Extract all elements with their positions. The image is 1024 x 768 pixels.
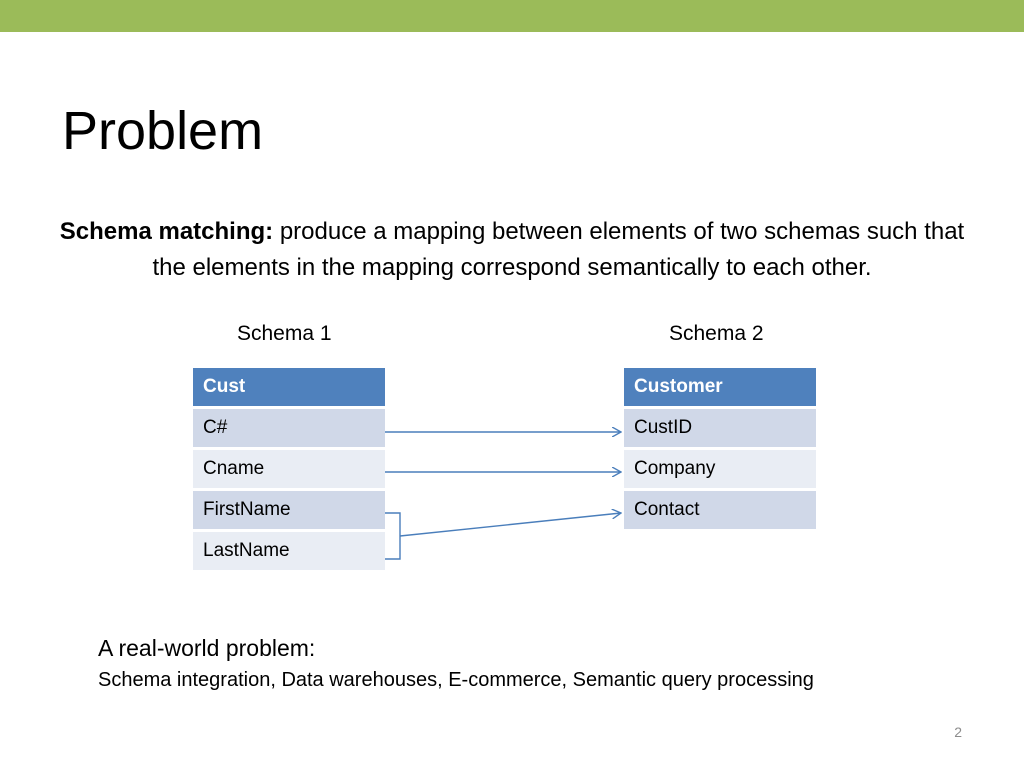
top-accent-bar [0, 0, 1024, 32]
definition-term: Schema matching: [59, 218, 274, 245]
schema1-row-cnum: C# [193, 406, 385, 449]
schema1-row-lastname: LastName [193, 529, 385, 570]
schema1-row-cname: Cname [193, 447, 385, 490]
schema2-label: Schema 2 [669, 322, 764, 345]
bottom-heading: A real-world problem: [98, 635, 316, 661]
schema2-table: Customer CustID Company Contact [624, 368, 816, 529]
mapping-bracket-firstname-lastname [385, 512, 401, 560]
definition-paragraph: Schema matching: produce a mapping betwe… [40, 214, 984, 286]
mapping-arrow-name-contact [399, 513, 621, 537]
schema2-header: Customer [624, 368, 816, 408]
definition-text: produce a mapping between elements of tw… [152, 218, 965, 281]
schema1-table: Cust C# Cname FirstName LastName [193, 368, 385, 570]
schema2-row-company: Company [624, 447, 816, 490]
schema1-row-firstname: FirstName [193, 488, 385, 531]
page-number: 2 [954, 724, 962, 740]
schema1-header: Cust [193, 368, 385, 408]
bottom-text: Schema integration, Data warehouses, E-c… [98, 669, 814, 691]
slide-title: Problem [62, 101, 264, 161]
schema1-label: Schema 1 [237, 322, 332, 345]
schema2-row-custid: CustID [624, 406, 816, 449]
schema2-row-contact: Contact [624, 488, 816, 529]
